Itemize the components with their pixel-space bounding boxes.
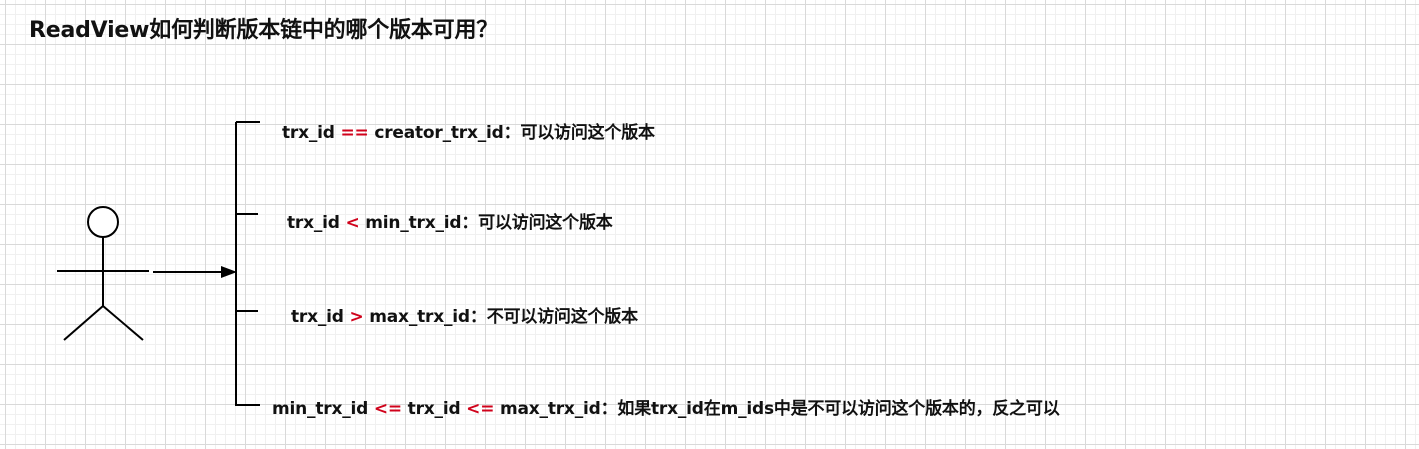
rule-right-text: max_trx_id：不可以访问这个版本 xyxy=(369,307,638,327)
rules-bracket xyxy=(235,121,260,406)
rule-less-than-min: trx_id < min_trx_id：可以访问这个版本 xyxy=(287,208,613,233)
rule-mid-operand: trx_id xyxy=(407,399,461,419)
page-title: ReadView如何判断版本链中的哪个版本可用？ xyxy=(29,18,499,43)
rule-operator: <= xyxy=(373,399,402,419)
stick-figure-icon xyxy=(57,206,149,341)
rule-left-operand: min_trx_id xyxy=(272,399,369,419)
rule-operator: == xyxy=(340,123,369,143)
rule-right-text: min_trx_id：可以访问这个版本 xyxy=(365,213,613,233)
rule-operator: > xyxy=(349,307,364,327)
rule-between-min-max: min_trx_id <= trx_id <= max_trx_id：如果trx… xyxy=(272,394,1060,419)
rule-right-text: max_trx_id：如果trx_id在m_ids中是不可以访问这个版本的，反之… xyxy=(499,399,1060,419)
rule-left-operand: trx_id xyxy=(282,123,335,143)
rule-left-operand: trx_id xyxy=(287,213,340,233)
rule-left-operand: trx_id xyxy=(291,307,344,327)
rule-operator-second: <= xyxy=(466,399,495,419)
rule-greater-than-max: trx_id > max_trx_id：不可以访问这个版本 xyxy=(291,302,638,327)
rule-right-text: creator_trx_id：可以访问这个版本 xyxy=(374,123,655,143)
connector-arrow xyxy=(153,266,237,278)
rule-creator-trx-id: trx_id == creator_trx_id：可以访问这个版本 xyxy=(282,118,655,143)
rule-operator: < xyxy=(345,213,360,233)
